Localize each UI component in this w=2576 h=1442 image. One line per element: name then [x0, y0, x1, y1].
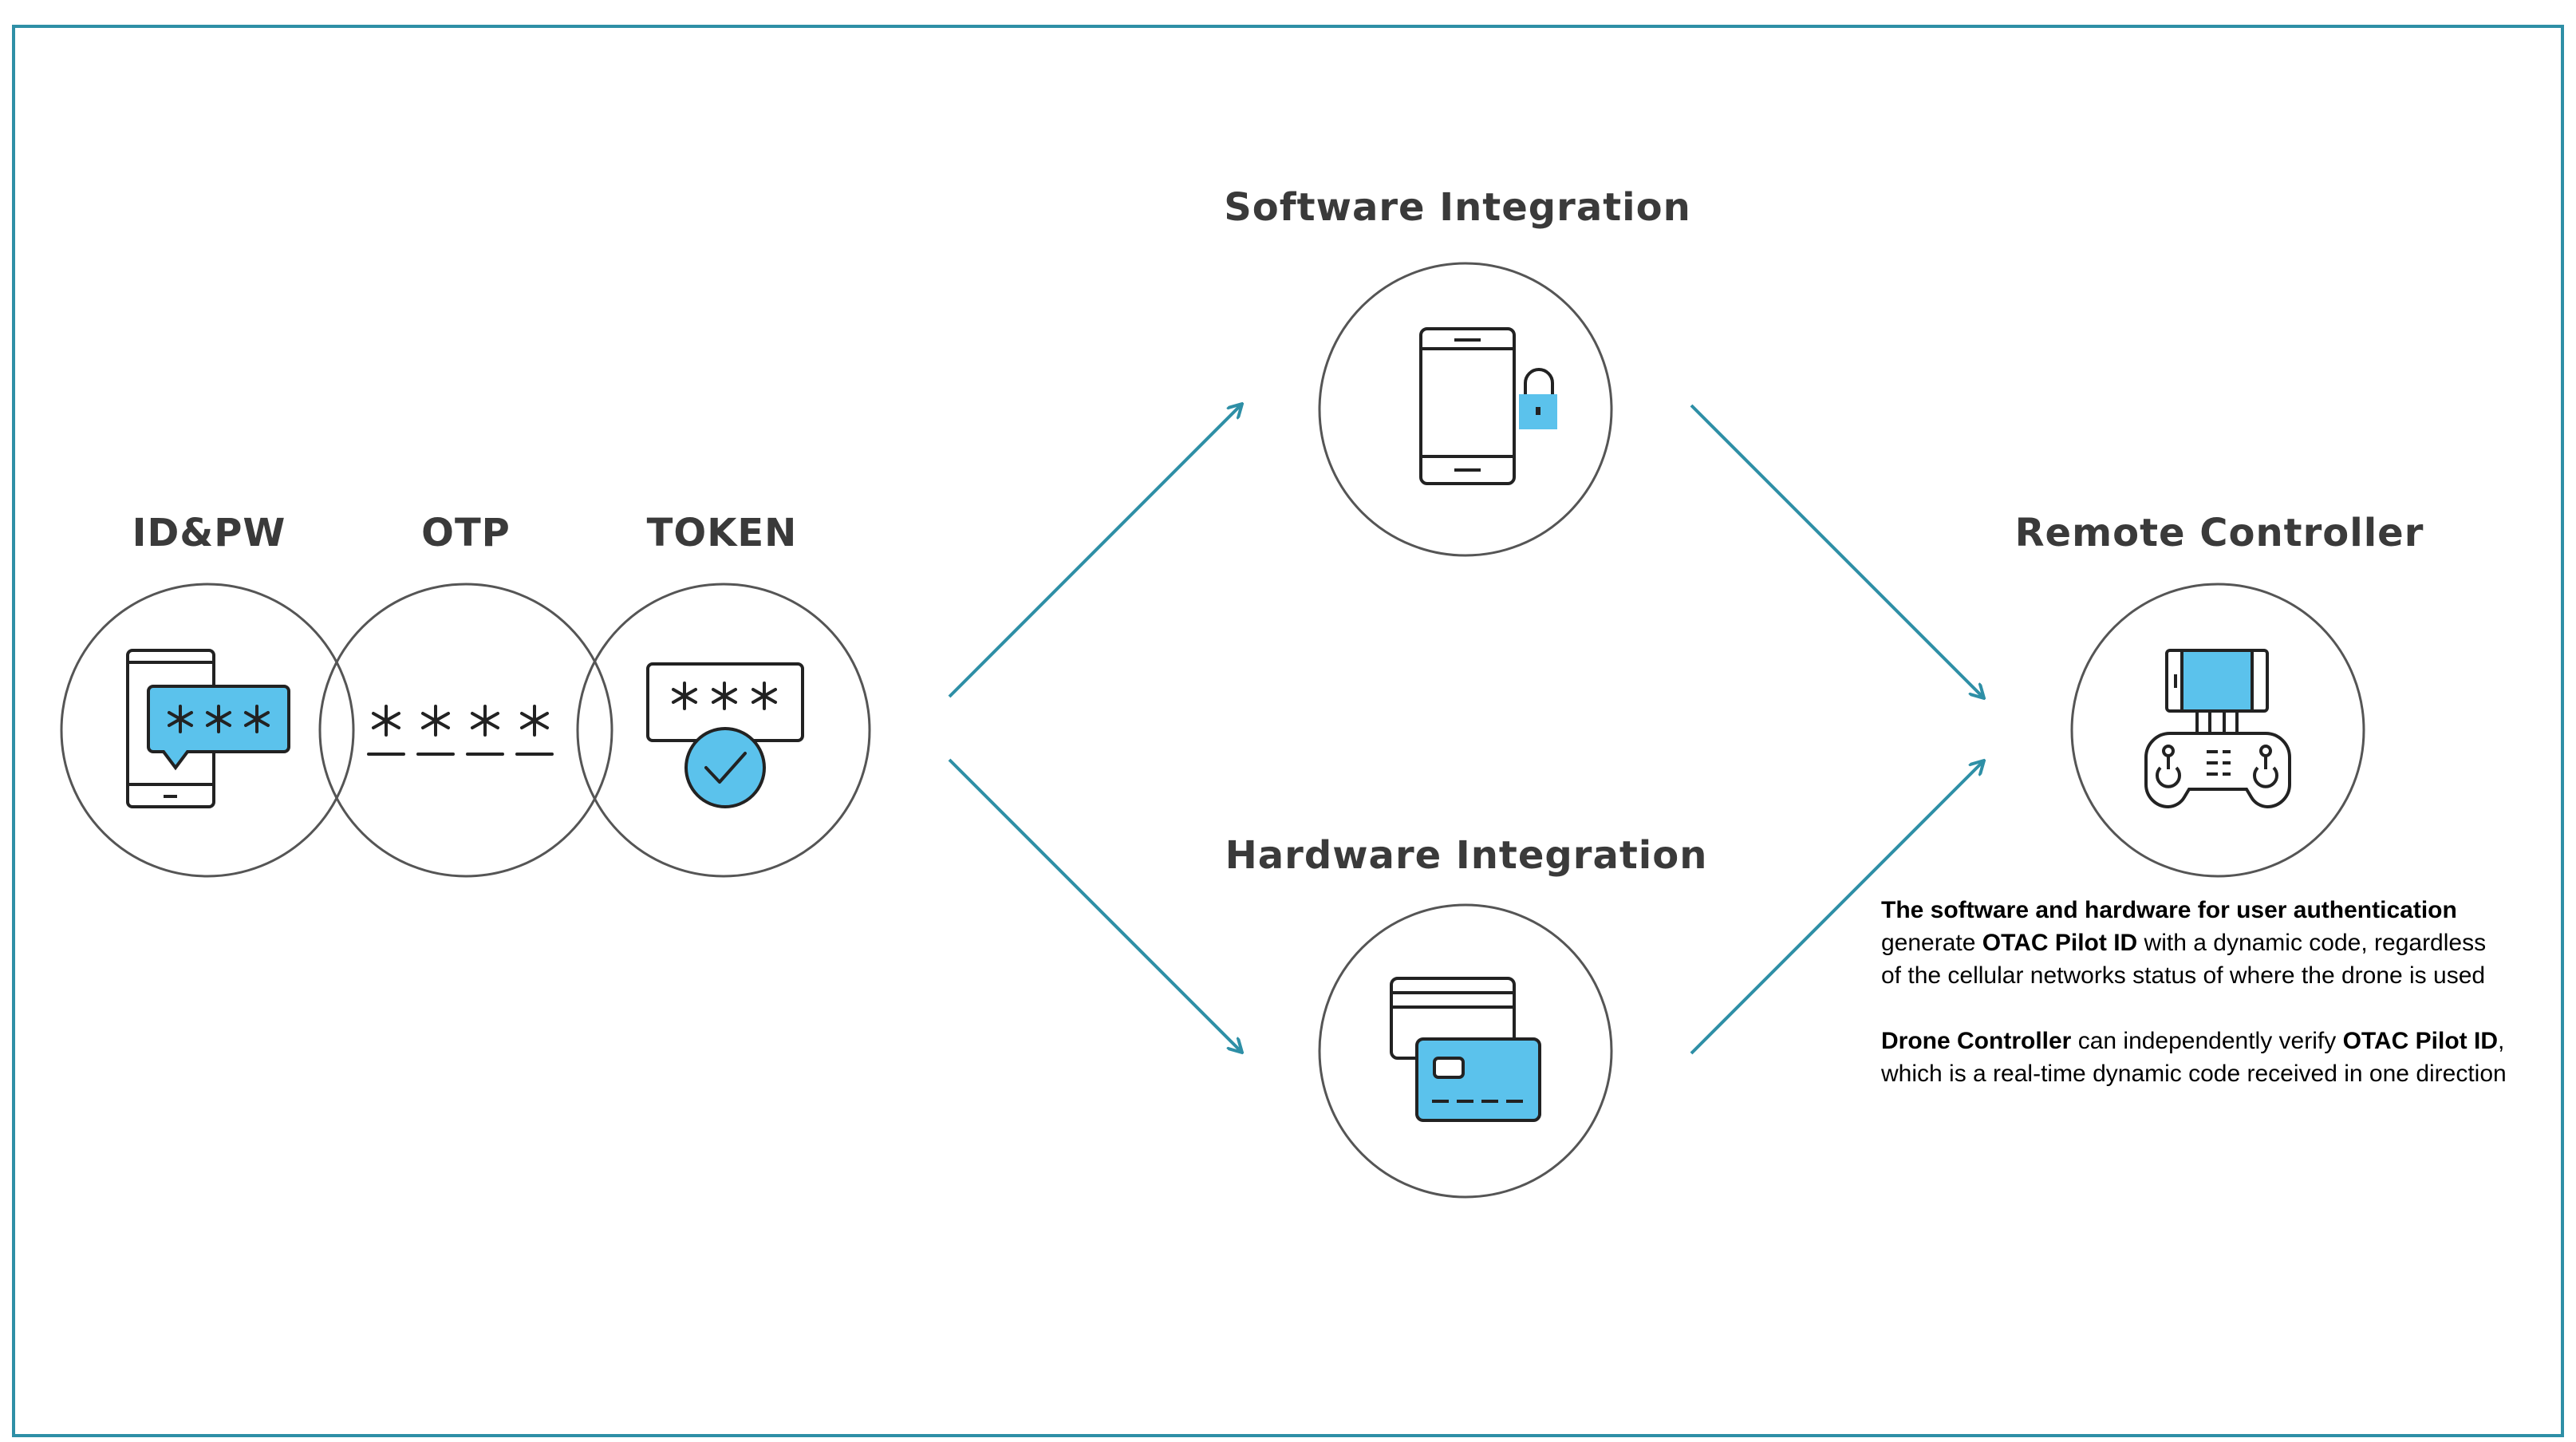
outer-border — [12, 25, 2564, 1437]
remote-controller-circle — [2070, 583, 2365, 878]
remote-controller-icon — [2144, 649, 2291, 809]
description-line: which is a real-time dynamic code receiv… — [1881, 1057, 2551, 1090]
description-line: generate OTAC Pilot ID with a dynamic co… — [1881, 926, 2551, 959]
software-circle — [1318, 262, 1613, 557]
arrow-software-to-remote — [1690, 404, 1984, 698]
phone-message-icon — [126, 649, 290, 808]
arrow-hardware-to-remote — [1690, 761, 1984, 1055]
idpw-label: ID&PW — [132, 511, 286, 555]
token-label: TOKEN — [646, 511, 798, 555]
description-line: The software and hardware for user authe… — [1881, 894, 2551, 926]
hardware-circle — [1318, 903, 1613, 1199]
description-text: with a dynamic code, regardless — [2137, 930, 2487, 956]
otac-pilot-id-text: OTAC Pilot ID — [2342, 1028, 2499, 1054]
description-text: which is a real-time dynamic code receiv… — [1881, 1061, 2507, 1087]
phone-lock-icon — [1419, 327, 1557, 485]
drone-controller-text: Drone Controller — [1881, 1028, 2072, 1054]
otac-pilot-id-text: OTAC Pilot ID — [1982, 930, 2138, 956]
description-line: Drone Controller can independently verif… — [1881, 1025, 2551, 1057]
software-integration-label: Software Integration — [1224, 185, 1691, 230]
description-text: of the cellular networks status of where… — [1881, 962, 2486, 989]
description-text: , — [2498, 1028, 2505, 1054]
auth-methods-group — [60, 583, 871, 878]
token-check-icon — [646, 662, 804, 808]
description-line: of the cellular networks status of where… — [1881, 959, 2551, 992]
arrow-auth-to-software — [948, 404, 1242, 698]
description-paragraph-1: The software and hardware for user authe… — [1881, 894, 2551, 992]
password-asterisks-icon — [367, 705, 554, 756]
description-bold-text: The software and hardware for user authe… — [1881, 897, 2457, 923]
cards-icon — [1390, 977, 1541, 1122]
description-paragraph-2: Drone Controller can independently verif… — [1881, 1025, 2551, 1090]
otp-circle — [318, 583, 613, 878]
otp-label: OTP — [421, 511, 511, 555]
arrow-auth-to-hardware — [948, 758, 1242, 1053]
idpw-circle — [60, 583, 355, 878]
flow-arrows — [948, 404, 1984, 1055]
token-circle — [576, 583, 871, 878]
description-text: can independently verify — [2071, 1028, 2343, 1054]
remote-controller-label: Remote Controller — [2014, 511, 2424, 555]
description-text: generate — [1881, 930, 1982, 956]
hardware-integration-label: Hardware Integration — [1225, 833, 1708, 878]
